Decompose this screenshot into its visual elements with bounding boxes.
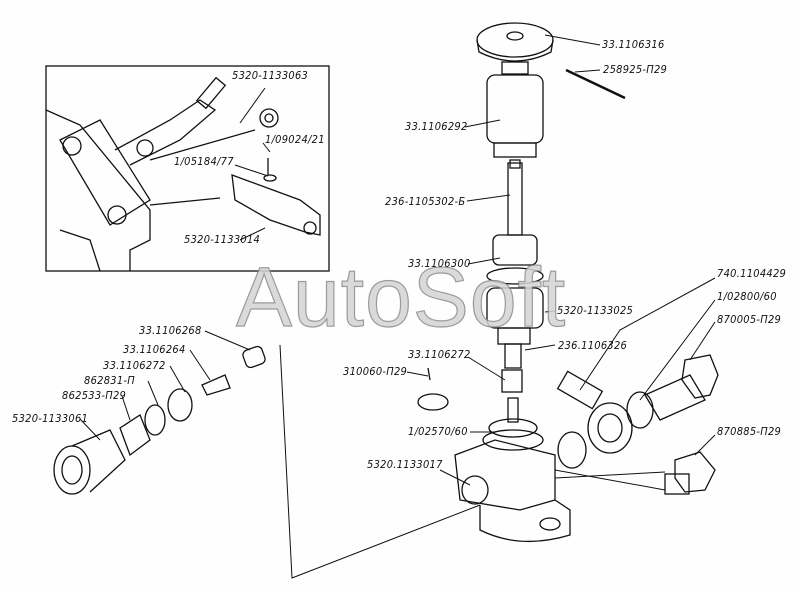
watermark: AutoSoft <box>235 250 567 344</box>
label-valve: 236.1106326 <box>558 339 628 352</box>
inset-label-1-05184-77: 1/05184/77 <box>174 155 234 168</box>
label-bushing: 33.1106268 <box>139 324 202 337</box>
label-plunger-left: 33.1106264 <box>123 343 186 356</box>
label-banjo-bolt: 870005-П29 <box>717 313 782 326</box>
small-screw-and-disc <box>417 367 449 411</box>
banjo-fitting <box>556 370 654 469</box>
leader-lines <box>79 34 716 579</box>
label-lock-washer: 862533-П29 <box>62 389 127 402</box>
rod <box>507 159 523 236</box>
left-parts <box>53 345 266 495</box>
label-pin: 258925-П29 <box>603 63 668 76</box>
cap-knob <box>476 22 554 75</box>
upper-body <box>486 74 544 158</box>
label-washer-right: 1/02800/60 <box>717 290 777 303</box>
inset-label-1-09024-21: 1/09024/21 <box>265 133 325 146</box>
label-body-upper: 33.1106292 <box>405 120 468 133</box>
label-nut-upper: 5320-1133025 <box>557 304 634 317</box>
label-washer-left: 862831-П <box>84 374 135 387</box>
inset-label-5320-1133014: 5320-1133014 <box>184 233 261 246</box>
label-spring-center: 33.1106272 <box>408 348 471 361</box>
label-plug-bolt: 870885-П29 <box>717 425 782 438</box>
label-fitting-left: 5320-1133061 <box>12 412 89 425</box>
label-gasket-center: 1/02570/60 <box>408 425 468 438</box>
label-cap: 33.1106316 <box>602 38 665 51</box>
inset-engine-mount <box>45 76 321 272</box>
label-sleeve: 33.1106300 <box>408 257 471 270</box>
banjo-bolt <box>644 354 719 421</box>
pump-body <box>454 418 571 543</box>
inset-frame <box>45 65 330 272</box>
label-banjo: 740.1104429 <box>717 267 787 280</box>
inset-label-5320-1133063: 5320-1133063 <box>232 69 309 82</box>
pin <box>565 68 626 100</box>
sleeve <box>486 234 544 423</box>
plug-bolt <box>664 451 716 495</box>
label-pump-body: 5320.1133017 <box>367 458 443 471</box>
label-screw-small: 310060-П29 <box>343 365 408 378</box>
label-rod: 236-1105302-Б <box>385 195 466 208</box>
label-spring-left: 33.1106272 <box>103 359 166 372</box>
